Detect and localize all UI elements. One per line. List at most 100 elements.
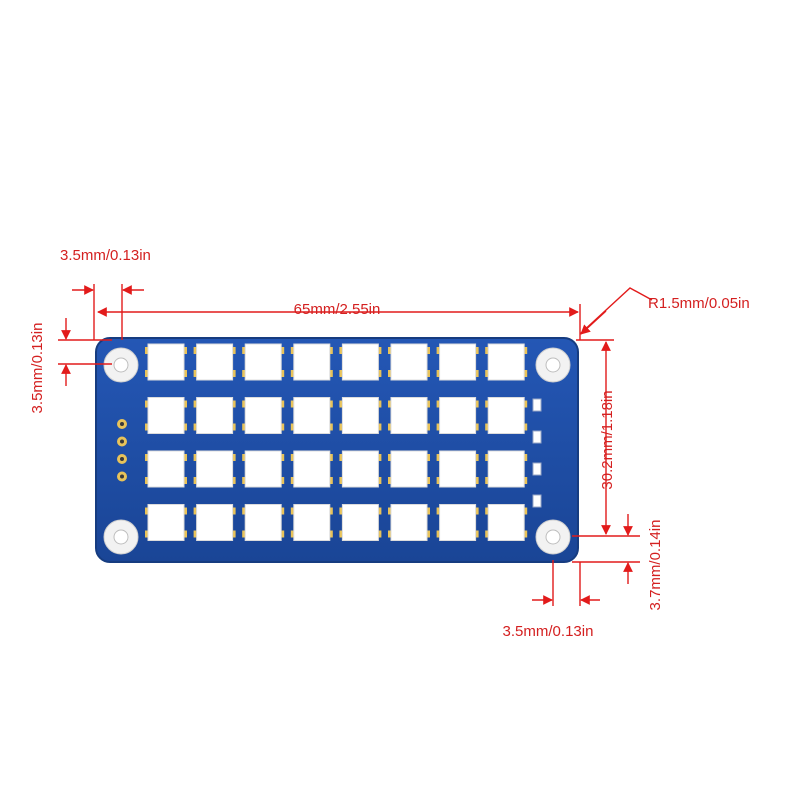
led-pad (145, 530, 149, 538)
led-pad (377, 477, 382, 484)
led-3-3 (242, 450, 285, 488)
pin-hole (120, 474, 124, 479)
led-pad (145, 347, 149, 354)
led-2-8 (485, 397, 528, 434)
pin-hole (120, 457, 124, 461)
led-pad (436, 477, 441, 484)
led-pad (290, 400, 295, 408)
led-pad (242, 507, 247, 515)
smd-body (532, 462, 542, 476)
led-pad (231, 347, 236, 354)
pin-hole (120, 422, 124, 426)
label-corner-radius: R1.5mm/0.05in (648, 295, 750, 312)
smd-component-3 (532, 462, 542, 476)
led-pad (377, 507, 382, 515)
led-pad (388, 507, 392, 515)
led-body (390, 397, 428, 434)
led-pad (377, 400, 382, 408)
led-4-5 (339, 504, 382, 541)
led-pad (328, 507, 333, 515)
led-pad (426, 400, 430, 408)
led-pad (242, 400, 247, 408)
led-pad (280, 400, 285, 408)
led-body (293, 397, 331, 434)
led-pad (183, 477, 187, 484)
led-4-3 (242, 504, 285, 541)
led-pad (474, 477, 479, 484)
led-pad (193, 477, 198, 484)
led-pad (339, 507, 344, 515)
header-pin-4 (117, 471, 127, 482)
led-pad (388, 370, 392, 377)
led-body (487, 504, 525, 541)
led-pad (523, 423, 528, 431)
led-pad (193, 347, 198, 354)
led-pad (436, 400, 441, 408)
led-pad (231, 400, 236, 408)
led-pad (145, 400, 149, 408)
led-3-4 (290, 450, 333, 488)
led-1-6 (388, 343, 430, 381)
led-pad (474, 400, 479, 408)
led-pad (145, 454, 149, 461)
led-pad (436, 507, 441, 515)
led-pad (485, 477, 490, 484)
led-pad (436, 423, 441, 431)
led-pad (339, 477, 344, 484)
led-body (244, 343, 282, 381)
led-2-7 (436, 397, 479, 434)
led-pad (339, 347, 344, 354)
led-body (439, 343, 477, 381)
led-pad (231, 454, 236, 461)
led-pad (436, 530, 441, 538)
led-pad (193, 370, 198, 377)
led-3-5 (339, 450, 382, 488)
led-body (390, 504, 428, 541)
led-pad (290, 347, 295, 354)
led-pad (377, 370, 382, 377)
header-pin-3 (117, 454, 127, 464)
led-pad (280, 423, 285, 431)
led-pad (388, 423, 392, 431)
led-pad (328, 454, 333, 461)
led-pad (485, 507, 490, 515)
led-pad (145, 507, 149, 515)
led-pad (474, 507, 479, 515)
led-pad (339, 400, 344, 408)
label-top-hole-offset: 3.5mm/0.13in (60, 247, 151, 264)
led-2-2 (193, 397, 236, 434)
led-pad (388, 477, 392, 484)
led-pad (474, 370, 479, 377)
led-body (487, 343, 525, 381)
led-body (293, 343, 331, 381)
led-pad (145, 477, 149, 484)
led-pad (328, 347, 333, 354)
led-3-8 (485, 450, 528, 488)
led-body (244, 504, 282, 541)
smd-component-2 (532, 430, 542, 444)
led-pad (377, 454, 382, 461)
dimension-lines (58, 284, 653, 606)
mounting-holes (103, 347, 571, 555)
led-pad (485, 370, 490, 377)
led-pad (328, 530, 333, 538)
led-pad (523, 347, 528, 354)
led-pad (426, 370, 430, 377)
led-pad (485, 400, 490, 408)
led-pad (183, 400, 187, 408)
led-pad (231, 530, 236, 538)
led-1-1 (145, 343, 187, 381)
pin-hole (120, 439, 124, 444)
header-pin-2 (117, 436, 127, 447)
led-body (341, 343, 379, 381)
led-body (341, 504, 379, 541)
led-pad (388, 530, 392, 538)
led-pad (242, 347, 247, 354)
mounting-hole-4 (535, 519, 571, 555)
led-2-5 (339, 397, 382, 434)
led-pad (485, 454, 490, 461)
led-matrix (145, 343, 528, 541)
led-pad (426, 347, 430, 354)
led-body (439, 397, 477, 434)
